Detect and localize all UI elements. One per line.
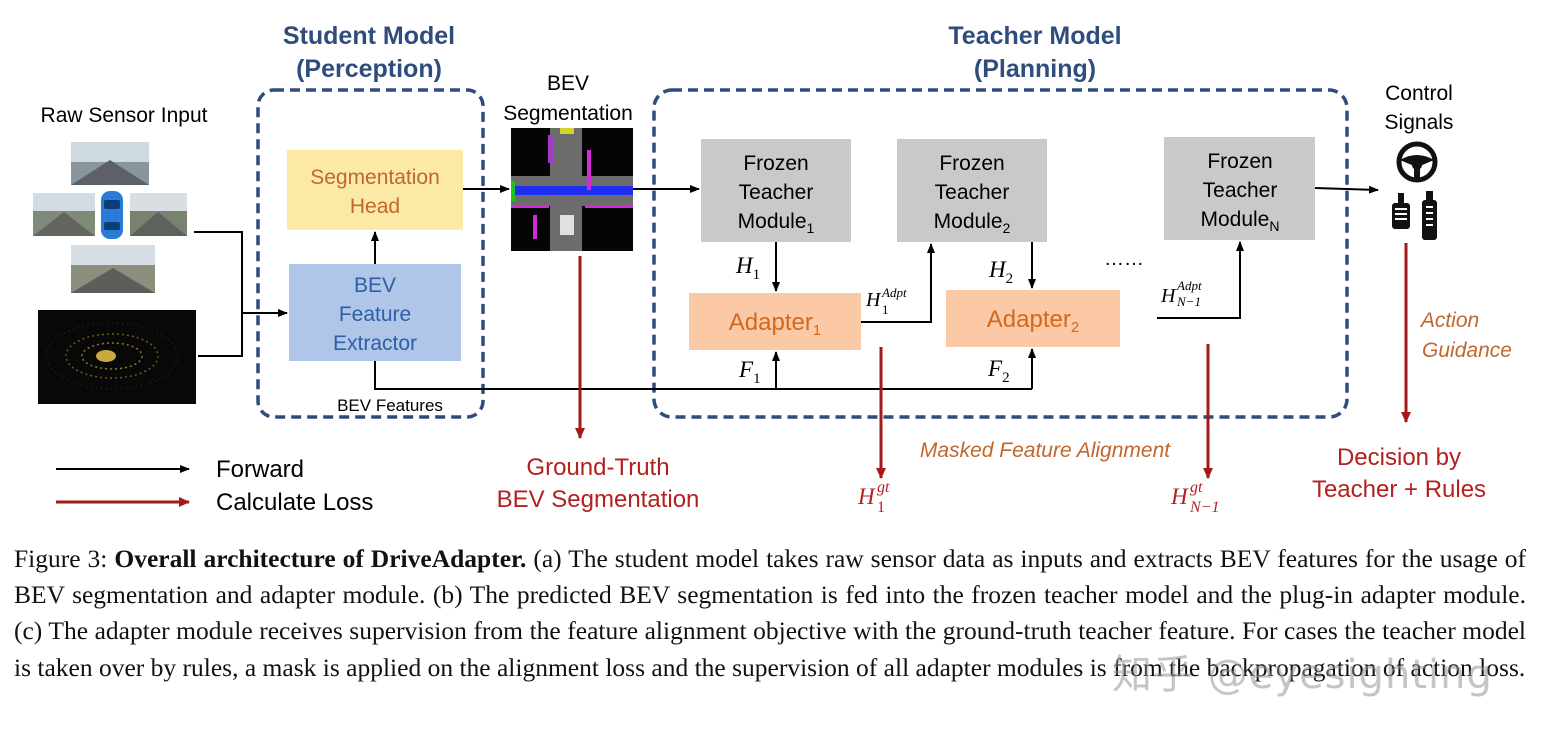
h1-label: H1 [735, 253, 760, 283]
bev-extractor-label-line3: Extractor [333, 332, 417, 355]
segmentation-head-label-line2: Head [350, 195, 400, 218]
lidar-pointcloud-image [38, 310, 196, 404]
adapter1-to-teacher2-arrow [861, 243, 935, 323]
f2-label: F2 [987, 356, 1010, 386]
bev-seg-label-line2: Segmentation [503, 102, 633, 125]
frozen-teacher-1-line3: Module1 [738, 210, 815, 236]
caption-body: (a) The student model takes raw sensor d… [14, 544, 1527, 682]
hn1-gt-sub: N−1 [1189, 499, 1219, 516]
decision-label-line2: Teacher + Rules [1312, 476, 1486, 503]
frozen-teacher-2-line2: Teacher [935, 181, 1010, 204]
pedals-icon [1392, 191, 1437, 240]
teachern-to-control-arrow [1314, 185, 1379, 194]
f1-label: F1 [738, 357, 761, 387]
student-model-frame [256, 88, 485, 419]
h1-adpt-label: H [865, 289, 882, 311]
sensor-to-extractor-arrow [194, 231, 287, 357]
caption-figure-label: Figure 3: [14, 544, 108, 573]
frozen-teacher-module-1 [701, 139, 851, 242]
camera-right-image [130, 193, 187, 236]
h1-gt-sub: 1 [877, 499, 885, 516]
control-signals-line2: Signals [1385, 111, 1454, 134]
hn1-adpt-sup: Adpt [1176, 278, 1202, 293]
teacher-model-frame [652, 88, 1349, 419]
frozen-teacher-module-2 [897, 139, 1047, 242]
adapter-1-box [689, 293, 861, 350]
action-guidance-line1: Action [1419, 309, 1479, 332]
hn1-adpt-sub: N−1 [1176, 294, 1201, 309]
teacher-title-line1: Teacher Model [948, 22, 1121, 50]
student-title-line2: (Perception) [296, 55, 442, 83]
watermark: 知乎 @eyesighting [1112, 652, 1493, 698]
frozen-teacher-n-line2: Teacher [1203, 179, 1278, 202]
adapter-2-box [946, 290, 1120, 347]
h1-gt-sup: gt [877, 479, 890, 496]
h2-label: H2 [988, 257, 1013, 287]
adapter-2-label: Adapter2 [987, 306, 1079, 336]
camera-rear-image [71, 245, 155, 293]
segmentation-head-box [287, 150, 463, 230]
architecture-diagram: Student Model (Perception) Teacher Model… [33, 22, 1512, 516]
legend-forward-label: Forward [216, 456, 304, 483]
figure-caption: Figure 3: Overall architecture of DriveA… [14, 541, 1526, 686]
bev-feature-extractor-box [289, 264, 461, 361]
hn1-gt-sup: gt [1190, 479, 1203, 496]
ellipsis: …… [1104, 248, 1144, 270]
teacher-title-line2: (Planning) [974, 55, 1096, 83]
caption-title: Overall architecture of DriveAdapter. [114, 544, 527, 573]
bev-extractor-label-line1: BEV [354, 274, 396, 297]
gt-bev-label-line1: Ground-Truth [526, 454, 669, 481]
masked-feature-alignment-label: Masked Feature Alignment [920, 439, 1171, 462]
frozen-teacher-1-line1: Frozen [743, 152, 808, 175]
frozen-teacher-n-line1: Frozen [1207, 150, 1272, 173]
raw-sensor-label: Raw Sensor Input [41, 104, 208, 127]
decision-label-line1: Decision by [1337, 444, 1461, 471]
adapter-1-label: Adapter1 [729, 309, 821, 339]
camera-images [33, 142, 187, 293]
steering-wheel-icon [1396, 141, 1438, 183]
student-title-line1: Student Model [283, 22, 455, 50]
frozen-teacher-n-line3: ModuleN [1200, 208, 1279, 234]
bev-features-bus-line [374, 361, 1032, 390]
h1-gt-label: H [857, 484, 876, 509]
segmentation-head-label-line1: Segmentation [310, 166, 440, 189]
ego-car-icon [96, 187, 128, 242]
action-guidance-line2: Guidance [1422, 339, 1512, 362]
hn1-adpt-label: H [1160, 285, 1177, 307]
frozen-teacher-1-line2: Teacher [739, 181, 814, 204]
gt-bev-label-line2: BEV Segmentation [497, 486, 700, 513]
hn1-gt-label: H [1170, 484, 1189, 509]
adapter-n1-to-teachern-arrow [1157, 241, 1244, 319]
h1-adpt-sup: Adpt [881, 285, 907, 300]
bev-features-label: BEV Features [337, 396, 443, 415]
frozen-teacher-module-n [1164, 137, 1315, 240]
bev-seg-label-line1: BEV [547, 72, 589, 95]
control-signals-line1: Control [1385, 82, 1453, 105]
bev-segmentation-image [511, 128, 633, 251]
h1-adpt-sub: 1 [882, 302, 889, 317]
bev-extractor-label-line2: Feature [339, 303, 411, 326]
camera-left-image [33, 193, 95, 236]
legend-loss-label: Calculate Loss [216, 489, 373, 516]
frozen-teacher-2-line1: Frozen [939, 152, 1004, 175]
camera-front-image [71, 142, 149, 185]
frozen-teacher-2-line3: Module2 [934, 210, 1011, 236]
